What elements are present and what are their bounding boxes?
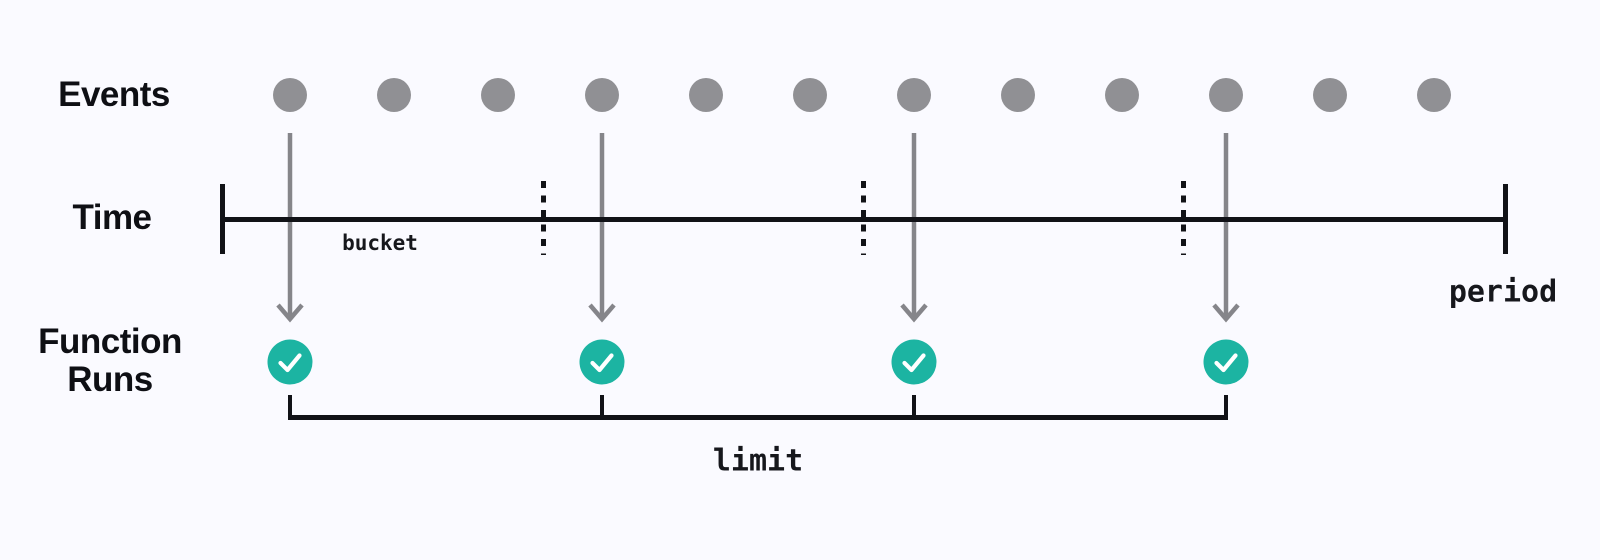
event-dot xyxy=(273,78,307,112)
bucket-divider-dashed-line xyxy=(860,181,866,255)
time-row-label: Time xyxy=(72,198,152,237)
period-label: period xyxy=(1448,274,1558,310)
event-dot xyxy=(793,78,827,112)
function-run-success-badge xyxy=(891,339,937,385)
limit-bracket-tick xyxy=(911,395,917,420)
event-dot xyxy=(897,78,931,112)
timeline-end-cap xyxy=(1502,184,1508,254)
event-to-run-arrow-icon xyxy=(900,133,928,323)
event-dot xyxy=(1105,78,1139,112)
event-dot xyxy=(1209,78,1243,112)
bucket-label: bucket xyxy=(342,231,418,255)
event-to-run-arrow-icon xyxy=(276,133,304,323)
limit-label: limit xyxy=(712,443,804,479)
limit-bracket-tick xyxy=(1223,395,1229,420)
bucket-divider-dashed-line xyxy=(1180,181,1186,255)
events-row-label: Events xyxy=(58,75,170,114)
event-dot xyxy=(585,78,619,112)
event-dot xyxy=(1313,78,1347,112)
event-dot xyxy=(377,78,411,112)
check-icon xyxy=(590,353,614,373)
function-run-success-badge xyxy=(1203,339,1249,385)
event-dot xyxy=(481,78,515,112)
event-dot xyxy=(1417,78,1451,112)
function-runs-row-label: Function Runs xyxy=(38,322,182,399)
limit-bracket-bar xyxy=(288,415,1228,420)
timeline-start-cap xyxy=(219,184,225,254)
limit-bracket-tick xyxy=(599,395,605,420)
check-icon xyxy=(1214,353,1238,373)
event-to-run-arrow-icon xyxy=(588,133,616,323)
bucket-divider-dashed-line xyxy=(540,181,546,255)
event-dot xyxy=(689,78,723,112)
function-run-success-badge xyxy=(579,339,625,385)
check-icon xyxy=(278,353,302,373)
event-dot xyxy=(1001,78,1035,112)
event-to-run-arrow-icon xyxy=(1212,133,1240,323)
function-run-success-badge xyxy=(267,339,313,385)
check-icon xyxy=(902,353,926,373)
limit-bracket-tick xyxy=(287,395,293,420)
